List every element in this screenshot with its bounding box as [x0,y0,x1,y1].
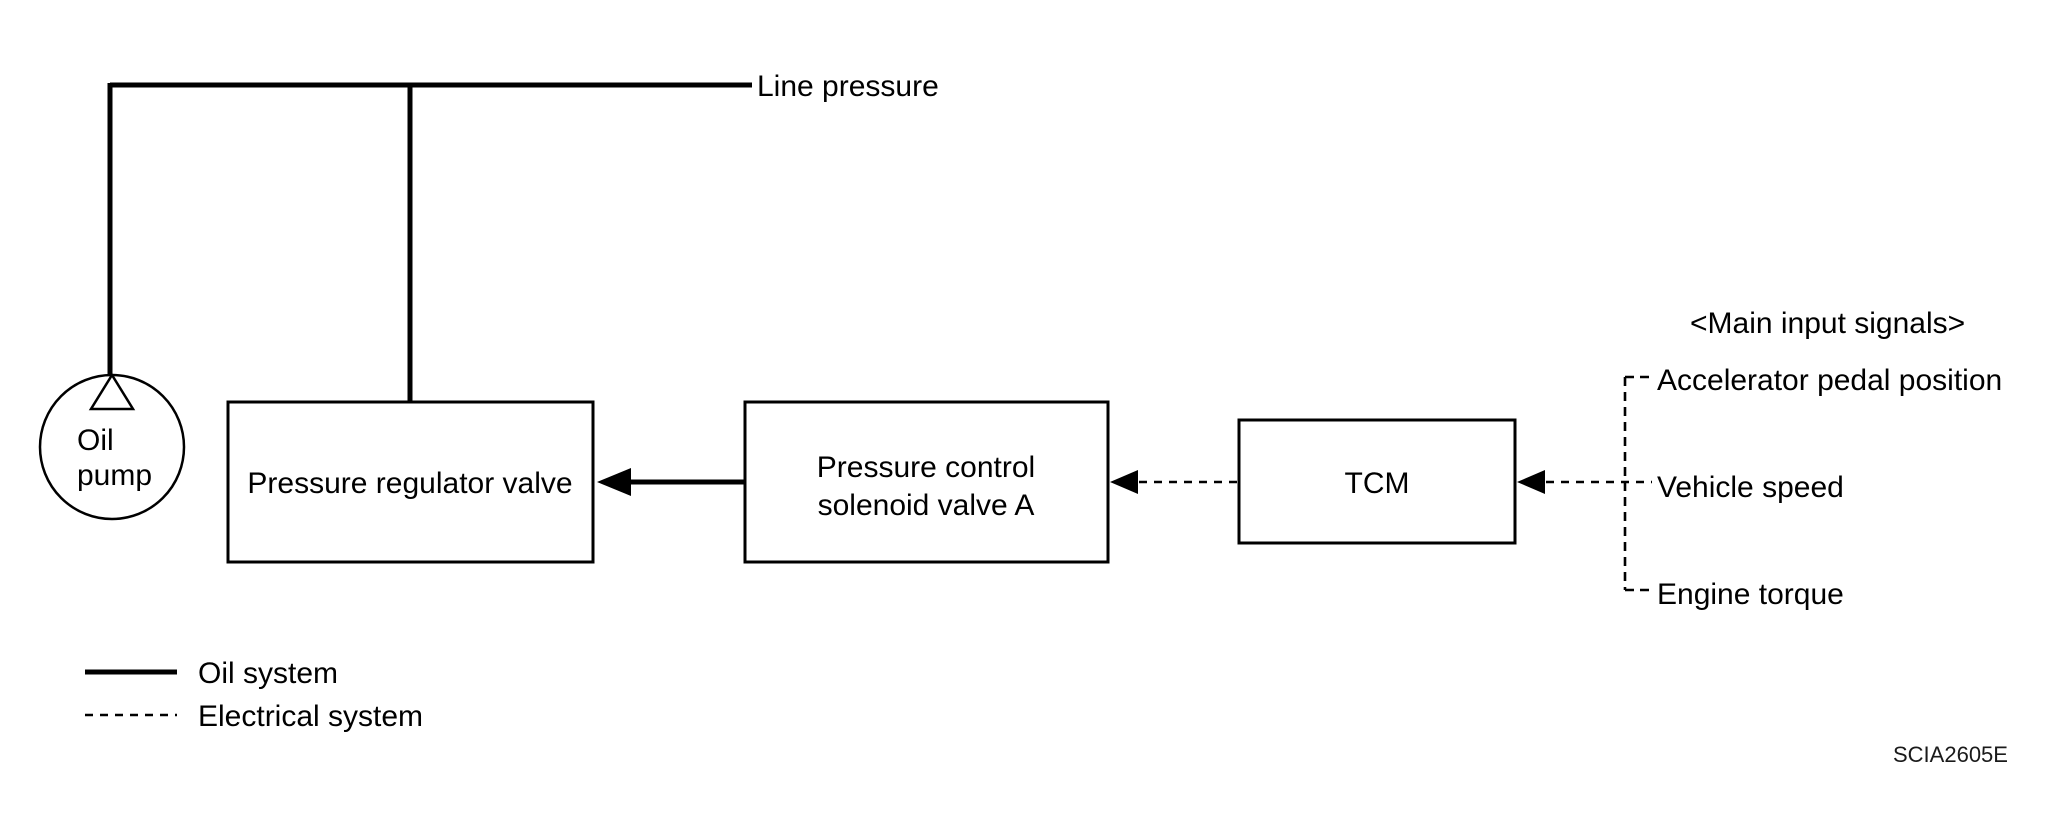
legend: Oil system Electrical system [85,657,423,733]
pressure-control-solenoid-label-line2: solenoid valve A [818,489,1035,522]
pressure-regulator-valve-label: Pressure regulator valve [247,467,572,500]
electrical-arrow-inputs-to-tcm [1517,470,1652,494]
input-signal-engine-torque: Engine torque [1657,578,1844,611]
tcm-label: TCM [1345,467,1410,500]
tcm-box [1237,418,1517,545]
tcm-block: TCM [1237,418,1517,545]
oil-pump-symbol: Oil pump [38,372,186,521]
pressure-control-solenoid-label-line1: Pressure control [817,451,1035,484]
oil-pump-label-line2: pump [77,459,152,492]
electrical-arrow-tcm-to-solenoid [1110,470,1239,494]
oil-pump-label-line1: Oil [77,424,114,457]
input-signals-bracket [1623,375,1652,592]
left-arrowhead-icon [1110,470,1138,494]
figure-code: SCIA2605E [1893,742,2008,767]
left-arrowhead-icon [1517,470,1545,494]
input-signal-accelerator: Accelerator pedal position [1657,364,2002,397]
line-pressure-label: Line pressure [757,70,939,103]
input-signal-vehicle-speed: Vehicle speed [1657,471,1844,504]
oil-system-lines [107,82,752,403]
pressure-control-solenoid-block: Pressure control solenoid valve A [743,400,1110,564]
pump-outlet-triangle-icon [88,372,136,411]
left-arrowhead-icon [597,468,631,496]
legend-oil-system-label: Oil system [198,657,338,690]
legend-electrical-system-label: Electrical system [198,700,423,733]
oil-arrow-solenoid-to-regulator [597,468,745,496]
pressure-regulator-valve-block: Pressure regulator valve [226,400,595,564]
main-input-signals-heading: <Main input signals> [1690,307,1965,340]
pressure-regulator-valve-box [226,400,595,564]
pressure-control-solenoid-box [743,400,1110,564]
